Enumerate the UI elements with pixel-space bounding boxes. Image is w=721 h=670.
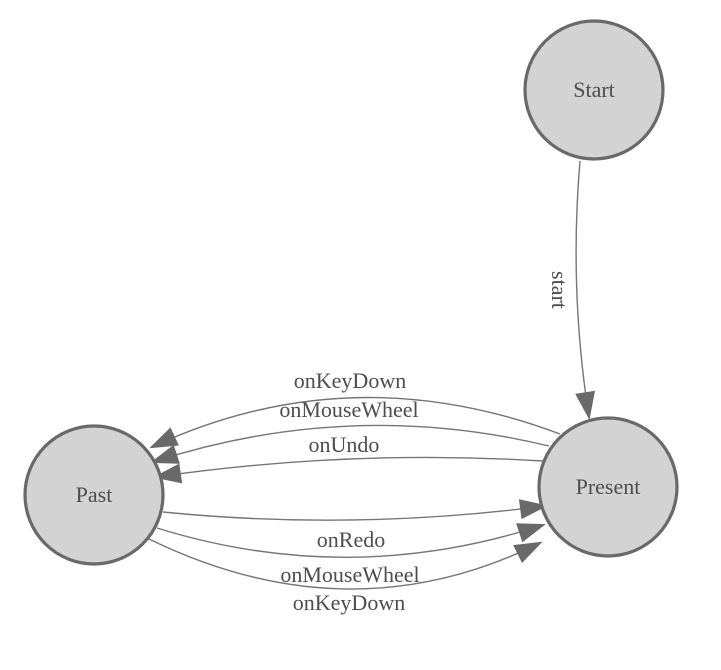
state-node-start-label: Start [573,77,615,102]
edge-label-onkeydown-bottom: onKeyDown [293,590,405,615]
edge-group [148,160,595,590]
state-node-past-circle [23,424,165,566]
state-node-start-circle [523,19,665,161]
edge-past-to-present-onkeydown [148,538,543,590]
edge-label-onmousewheel-top: onMouseWheel [279,397,418,422]
edge-label-onkeydown-top: onKeyDown [294,368,406,393]
state-node-present-circle [537,416,679,558]
edge-present-to-past-onkeydown [149,396,561,449]
edge-start-to-present [575,160,595,420]
edge-present-to-past-onundo [153,456,544,484]
edge-label-onredo: onRedo [317,527,385,552]
state-node-present: Present [537,416,679,558]
state-node-present-label: Present [576,474,641,499]
state-node-past: Past [23,424,165,566]
edge-present-to-past-onmousewheel [150,424,550,464]
edge-label-onmousewheel-bottom: onMouseWheel [280,562,419,587]
edge-label-onundo: onUndo [309,432,380,457]
node-group: Start Past Present [23,19,679,566]
state-node-start: Start [523,19,665,161]
edge-past-to-present-onredo [162,499,548,521]
state-node-past-label: Past [76,482,113,507]
edge-past-to-present-onmousewheel [156,523,546,558]
edge-label-group: start onKeyDown onMouseWheel onUndo onRe… [279,271,572,615]
edge-label-start: start [547,271,572,309]
